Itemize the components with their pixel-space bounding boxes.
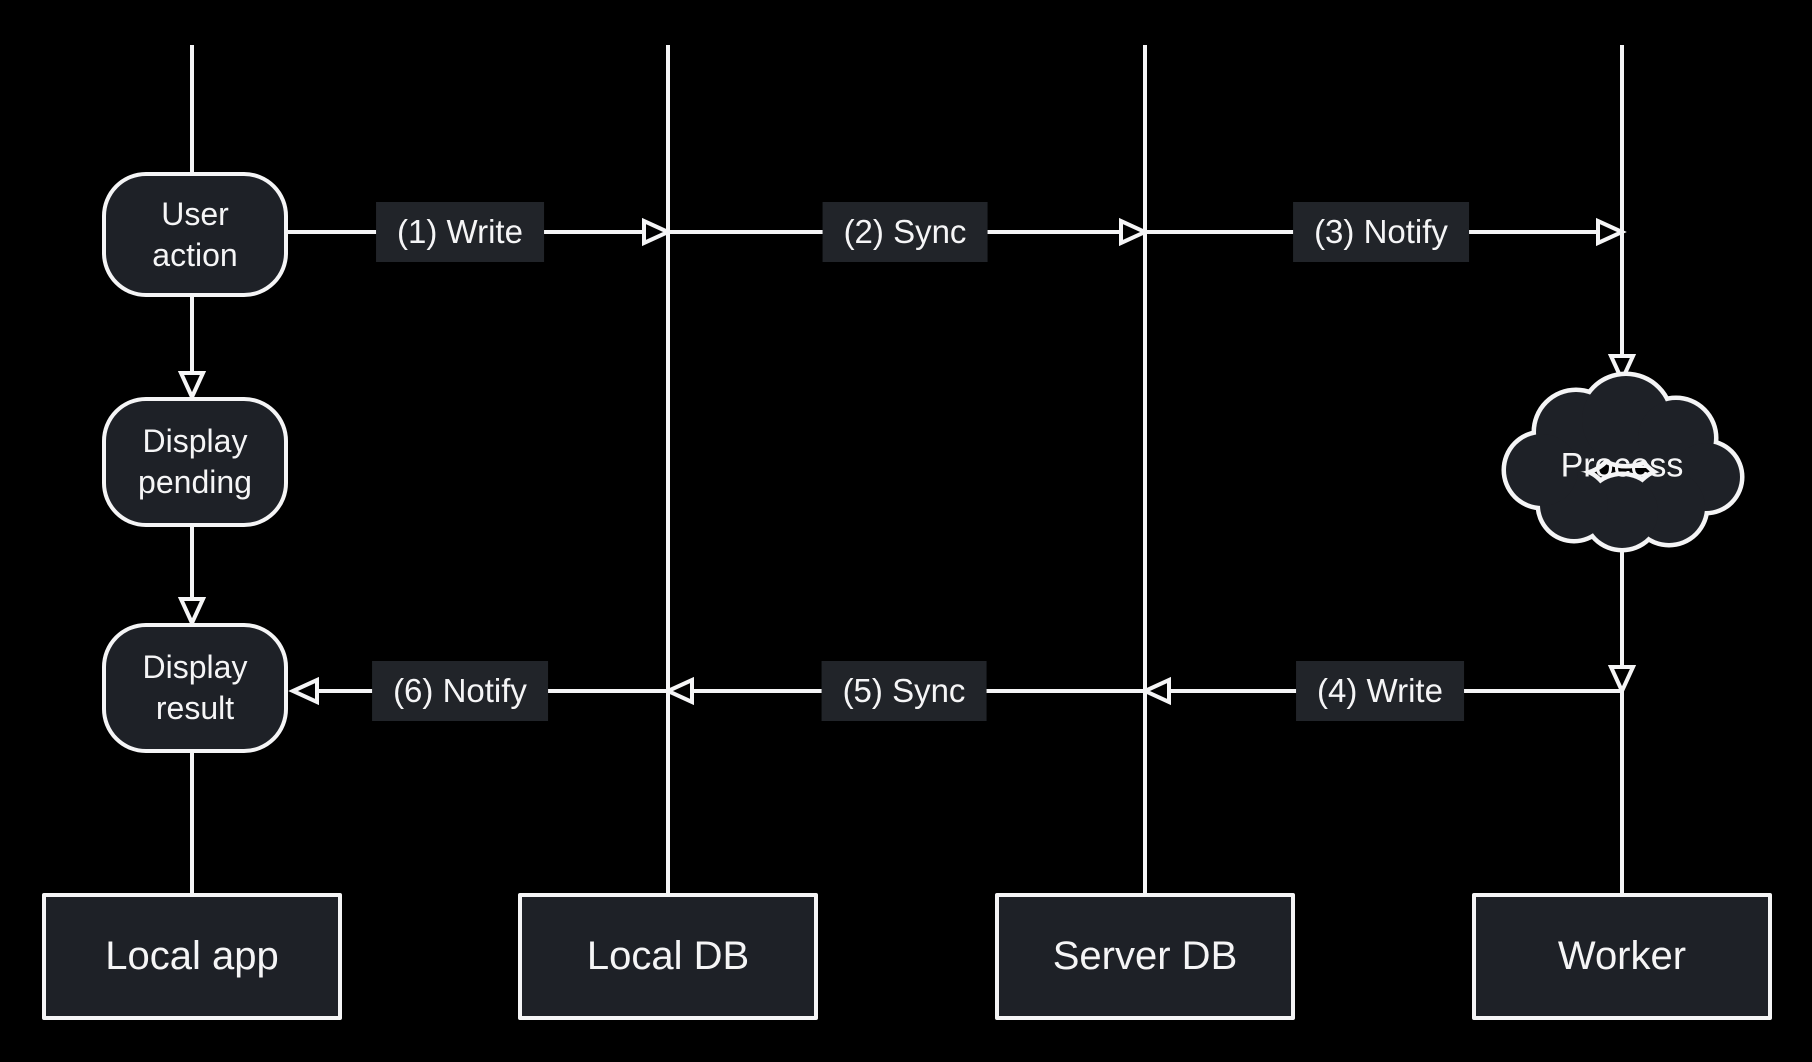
node-display-pending-label: Display pending [138,423,252,500]
arrowhead-right-icon [1119,217,1150,247]
node-display-result-label: Display result [142,649,248,726]
process-cloud-shape [1501,371,1745,553]
lane-box-local-app: Local app [42,893,342,1020]
node-process-label: Process [1560,446,1684,485]
lane-box-server-db: Server DB [995,893,1295,1020]
edge-label-1-write: (1) Write [376,202,544,262]
arrowheads [177,217,1637,706]
lifelines [190,45,1624,893]
arrowhead-left-icon [663,676,694,706]
lane-box-worker-label: Worker [1557,934,1687,978]
lane-box-worker: Worker [1472,893,1772,1020]
lane-box-server-db-label: Server DB [1052,934,1238,978]
arrowhead-left-icon [1140,676,1171,706]
arrowhead-left-icon [288,676,319,706]
lane-box-local-db-label: Local DB [586,934,750,978]
arrowhead-down-icon [1607,354,1637,385]
node-user-action-label: User action [152,195,238,273]
arrowhead-down-icon [1607,665,1637,696]
arrowhead-down-icon [177,597,207,628]
lane-box-local-app-label: Local app [105,934,279,978]
arrowhead-down-icon [177,371,207,402]
node-user-action: User action [102,172,288,297]
edge-label-3-notify: (3) Notify [1293,202,1469,262]
arrowhead-right-icon [642,217,673,247]
node-display-result: Display result [102,623,288,753]
edge-label-4-write: (4) Write [1296,661,1464,721]
node-display-pending: Display pending [102,397,288,527]
edge-label-2-sync: (2) Sync [822,202,988,262]
edge-label-6-notify: (6) Notify [372,661,548,721]
lane-box-local-db: Local DB [518,893,818,1020]
message-lines [288,230,1622,693]
arrowhead-right-icon [1596,217,1627,247]
edge-label-5-sync: (5) Sync [821,661,987,721]
